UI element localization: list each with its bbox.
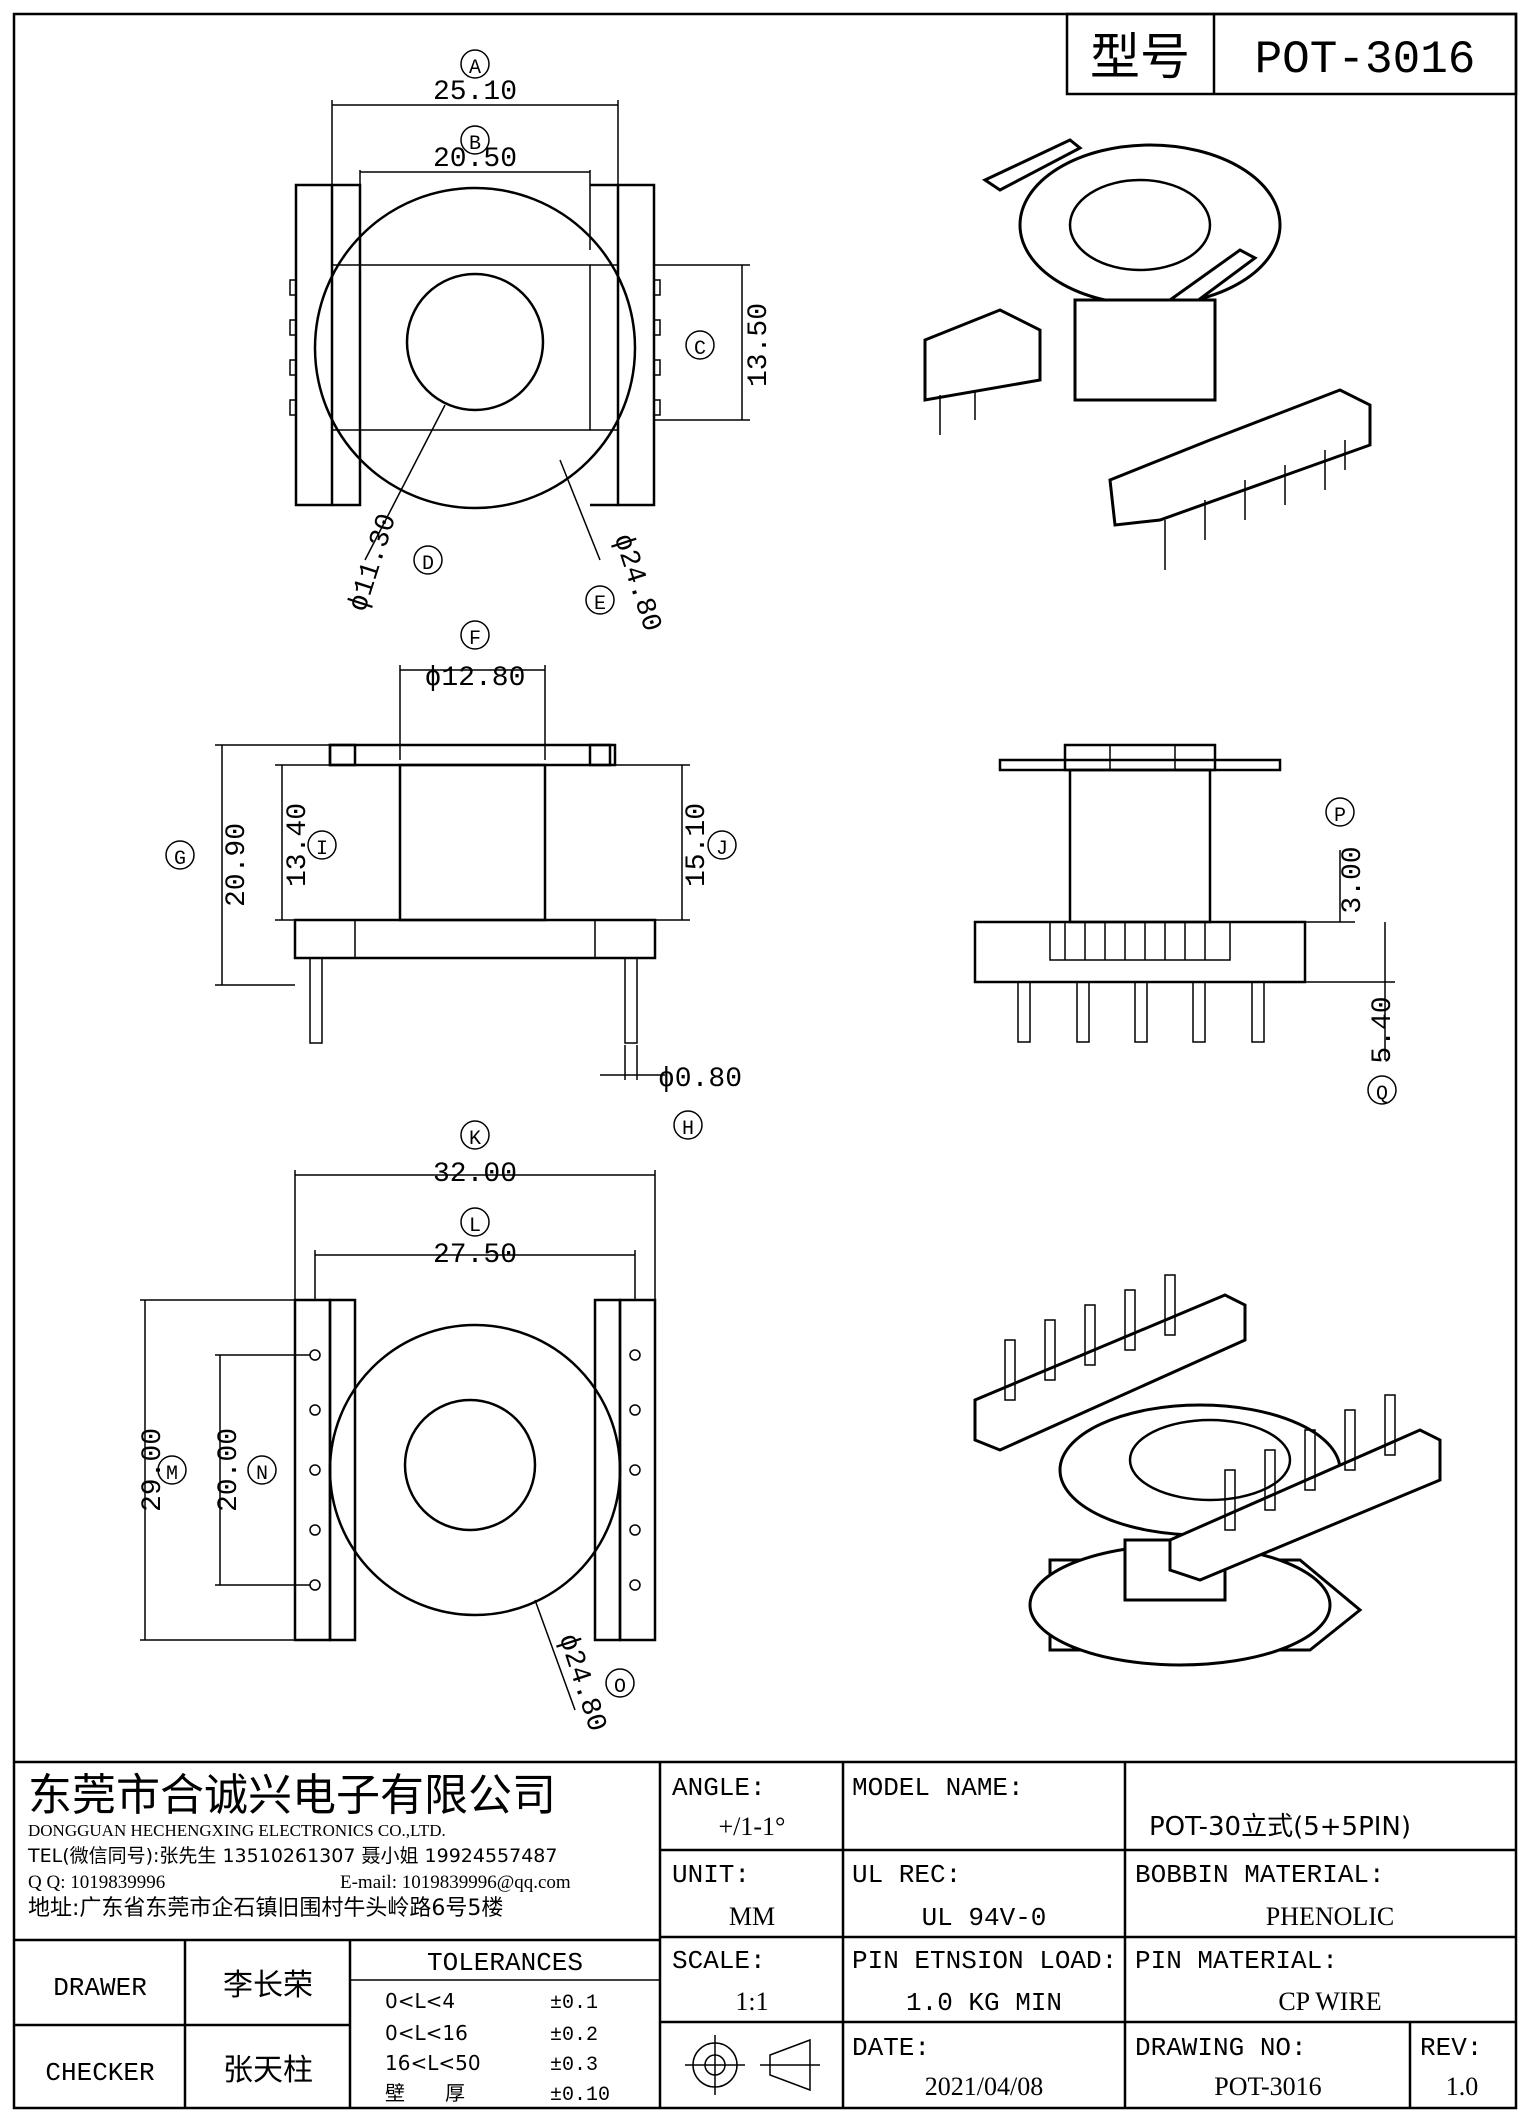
title-block: 东莞市合诚兴电子有限公司 DONGGUAN HECHENGXING ELECTR…	[14, 1760, 1516, 2108]
label-C: C	[694, 338, 706, 361]
label-F: F	[469, 628, 481, 651]
pin-mat-label: PIN MATERIAL:	[1135, 1946, 1338, 1976]
label-H: H	[682, 1118, 694, 1141]
dim-H: ϕ0.80	[658, 1064, 742, 1095]
label-N: N	[256, 1463, 268, 1486]
label-P: P	[1334, 805, 1346, 828]
unit-label: UNIT:	[672, 1860, 750, 1890]
scale-value: 1:1	[735, 1987, 768, 2016]
dim-Q: 5.40	[1368, 996, 1399, 1063]
dim-D: ϕ11.30	[343, 510, 404, 615]
front-view: ϕ12.80 F 20.90 G 13.40 I 15.10 J ϕ0.80 H	[165, 620, 742, 1141]
label-O: O	[614, 1676, 626, 1699]
dim-M: 29.00	[138, 1428, 169, 1512]
company-address: 地址:广东省东莞市企石镇旧围村牛头岭路6号5楼	[28, 1896, 503, 1921]
ul-label: UL REC:	[852, 1860, 961, 1890]
model-label: 型号	[1090, 28, 1190, 86]
label-E: E	[594, 593, 606, 616]
tolerance-value: ±0.1	[550, 1992, 598, 2015]
drawer-value: 李长荣	[223, 1968, 313, 2003]
rev-value: 1.0	[1446, 2072, 1479, 2101]
bobbin-label: BOBBIN MATERIAL:	[1135, 1860, 1385, 1890]
sheet-border	[12, 12, 1518, 2110]
label-M: M	[166, 1463, 178, 1486]
dim-O: ϕ24.80	[551, 1630, 612, 1735]
company-en: DONGGUAN HECHENGXING ELECTRONICS CO.,LTD…	[28, 1821, 446, 1840]
label-L: L	[469, 1215, 481, 1238]
checker-label: CHECKER	[45, 2058, 154, 2088]
dim-A: 25.10	[433, 77, 517, 108]
label-I: I	[316, 838, 328, 861]
tolerance-range: 16<L<50	[385, 2051, 481, 2075]
iso-view-top	[923, 138, 1372, 570]
tolerances-label: TOLERANCES	[427, 1948, 583, 1978]
label-J: J	[716, 838, 728, 861]
company-qq: Q Q: 1019839996	[28, 1872, 165, 1893]
dim-I: 13.40	[283, 803, 314, 887]
dim-P: 3.00	[1338, 846, 1369, 913]
dim-C: 13.50	[744, 303, 775, 387]
dim-F: ϕ12.80	[425, 663, 526, 694]
model-header: 型号 POT-3016	[1065, 12, 1518, 96]
date-value: 2021/04/08	[925, 2072, 1043, 2101]
pin-mat-value: CP WIRE	[1278, 1987, 1381, 2016]
tolerance-range: 0<L<16	[385, 2021, 468, 2045]
drawing-no-value: POT-3016	[1214, 2072, 1321, 2101]
dim-K: 32.00	[433, 1159, 517, 1190]
tolerance-value: ±0.2	[550, 2024, 598, 2047]
pin-load-value: 1.0 KG MIN	[906, 1988, 1062, 2018]
drawing-no-label: DRAWING NO:	[1135, 2033, 1307, 2063]
label-G: G	[174, 848, 186, 871]
dim-G: 20.90	[222, 823, 253, 907]
bobbin-value: PHENOLIC	[1266, 1902, 1395, 1931]
bottom-view: 32.00 K 27.50 L 29.00 M 20.00 N ϕ24.80 O	[138, 1120, 657, 1736]
company-tel: TEL(微信同号):张先生 13510261307 聂小姐 1992455748…	[27, 1845, 558, 1867]
date-label: DATE:	[852, 2033, 930, 2063]
iso-view-bottom	[973, 1274, 1442, 1667]
unit-value: MM	[729, 1902, 775, 1931]
tolerance-range: 0<L<4	[385, 1989, 455, 2013]
label-B: B	[469, 133, 481, 156]
checker-value: 张天柱	[223, 2053, 313, 2088]
ul-value: UL 94V-0	[922, 1903, 1047, 1933]
label-Q: Q	[1376, 1083, 1388, 1106]
pin-load-label: PIN ETNSION LOAD:	[852, 1946, 1117, 1976]
model-value: POT-3016	[1255, 34, 1476, 86]
angle-label: ANGLE:	[672, 1773, 766, 1803]
dim-L: 27.50	[433, 1240, 517, 1271]
projection-symbol-icon	[685, 2035, 820, 2095]
dim-B: 20.50	[433, 144, 517, 175]
rev-label: REV:	[1420, 2033, 1482, 2063]
label-K: K	[469, 1128, 481, 1151]
tolerance-value: ±0.10	[550, 2084, 610, 2107]
top-view: 25.10 A 20.50 B 13.50 C ϕ11.30 D ϕ24.80 …	[289, 49, 775, 636]
model-name-label: MODEL NAME:	[852, 1773, 1024, 1803]
side-view: 3.00 P 5.40 Q	[973, 743, 1399, 1106]
tolerance-range: 壁 厚	[385, 2081, 465, 2105]
scale-label: SCALE:	[672, 1946, 766, 1976]
angle-value: +/1-1°	[719, 1812, 786, 1841]
drawer-label: DRAWER	[53, 1973, 147, 2003]
model-name-value: POT-30立式(5+5PIN)	[1149, 1812, 1411, 1842]
tolerance-value: ±0.3	[550, 2054, 598, 2077]
dim-E: ϕ24.80	[606, 530, 667, 635]
label-D: D	[422, 553, 434, 576]
company-cn: 东莞市合诚兴电子有限公司	[28, 1770, 556, 1821]
label-A: A	[469, 57, 481, 80]
dim-N: 20.00	[214, 1428, 245, 1512]
company-email: E-mail: 1019839996@qq.com	[340, 1872, 571, 1893]
